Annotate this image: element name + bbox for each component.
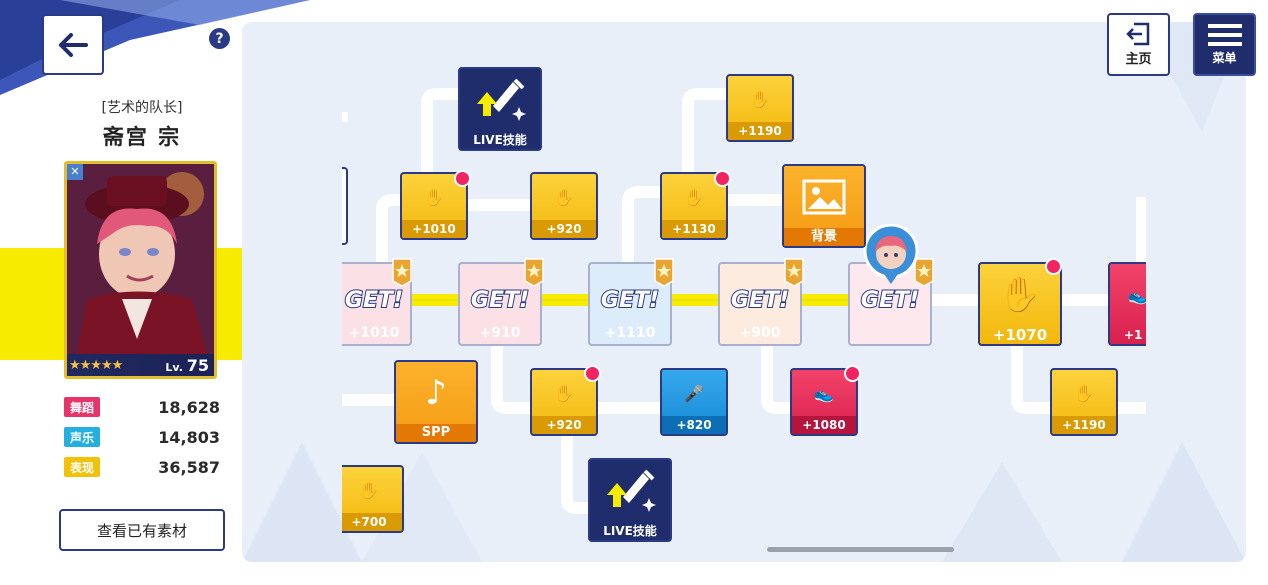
star-badge-icon — [784, 258, 804, 287]
stat-row-performance: 表现 36,587 — [64, 456, 220, 478]
appeal-node[interactable]: ✋ +1190 — [726, 74, 794, 142]
shoe-icon: 👟 — [1128, 285, 1146, 305]
star-badge-icon — [524, 258, 544, 287]
clap-icon: ✋ — [1074, 383, 1094, 403]
node-value: +820 — [662, 416, 726, 434]
attribute-icon: ✕ — [67, 164, 83, 180]
stat-row-dance: 舞蹈 18,628 — [64, 396, 220, 418]
get-value: +1010 — [348, 325, 400, 341]
stat-row-vocal: 声乐 14,803 — [64, 426, 220, 448]
node-label: LIVE技能 — [473, 133, 527, 147]
clap-icon: ✋ — [998, 275, 1042, 315]
stat-value: 36,587 — [158, 457, 220, 477]
get-label: GET! — [470, 287, 530, 314]
level-display: Lv. 75 — [165, 356, 214, 375]
character-portrait — [67, 164, 214, 354]
node-value: +700 — [342, 513, 402, 531]
node-value: +920 — [532, 220, 596, 238]
character-card[interactable]: ✕ ★★★★★ Lv. 75 — [64, 161, 217, 379]
node-value: +1070 — [992, 326, 1048, 344]
current-position-avatar — [863, 224, 919, 284]
card-footer: ★★★★★ Lv. 75 — [67, 354, 214, 376]
clap-icon: ✋ — [684, 187, 704, 207]
music-note-icon: ♪ — [425, 373, 447, 413]
spp-node[interactable]: ♪ SPP — [394, 360, 478, 444]
node-value: +1 — [1124, 328, 1143, 342]
get-label: GET! — [860, 287, 920, 314]
clap-icon: ✋ — [359, 480, 379, 500]
appeal-node[interactable]: ✋ +1010 — [400, 172, 468, 240]
clap-icon: ✋ — [554, 187, 574, 207]
hamburger-menu-icon — [1207, 24, 1242, 46]
clap-icon: ✋ — [424, 187, 444, 207]
live-skill-node[interactable]: LIVE技能 — [588, 458, 672, 542]
menu-button[interactable]: 菜单 — [1193, 13, 1256, 76]
notification-dot — [584, 365, 601, 382]
get-label: GET! — [600, 287, 660, 314]
background-node[interactable]: 背景 — [782, 164, 866, 248]
appeal-node[interactable]: ✋ +920 — [530, 172, 598, 240]
notification-dot — [1045, 258, 1062, 275]
help-icon[interactable]: ? — [209, 28, 230, 49]
node-value: +1190 — [728, 122, 792, 140]
menu-label: 菜单 — [1212, 51, 1237, 65]
node-value: +1080 — [792, 416, 856, 434]
horizontal-scrollbar[interactable] — [767, 547, 954, 552]
node-value: +1130 — [662, 220, 726, 238]
node-label: 背景 — [784, 228, 864, 246]
back-button[interactable] — [42, 14, 104, 75]
node-value: +1010 — [402, 220, 466, 238]
rarity-stars-icon: ★★★★★ — [69, 357, 123, 373]
image-icon — [802, 166, 846, 228]
level-prefix: Lv. — [165, 360, 183, 374]
skill-tree: GET! +1010 GET! +910 GET! +1110 GET! +90… — [342, 22, 1146, 562]
stat-label: 声乐 — [64, 427, 100, 447]
node-label: LIVE技能 — [603, 524, 657, 538]
star-badge-icon — [392, 258, 412, 287]
back-arrow-icon — [59, 32, 88, 57]
microphone-icon: 🎤 — [684, 383, 704, 403]
node-value: +1190 — [1052, 416, 1116, 434]
stat-value: 18,628 — [158, 397, 220, 417]
get-label: GET! — [730, 287, 790, 314]
level-value: 75 — [186, 355, 209, 375]
clap-icon: ✋ — [554, 383, 574, 403]
clap-icon: ✋ — [750, 89, 770, 109]
view-materials-button[interactable]: 查看已有素材 — [59, 509, 225, 551]
appeal-node[interactable]: ✋ +700 — [342, 465, 404, 533]
live-skill-icon — [603, 460, 657, 522]
live-skill-node[interactable]: LIVE技能 — [458, 67, 542, 151]
appeal-node[interactable]: ✋ +1070 — [978, 262, 1062, 346]
star-badge-icon — [914, 258, 934, 287]
home-button[interactable]: 主页 — [1107, 13, 1170, 76]
exit-home-icon — [1125, 22, 1149, 46]
get-value: +1110 — [604, 325, 656, 341]
notification-dot — [844, 365, 861, 382]
star-badge-icon — [654, 258, 674, 287]
home-label: 主页 — [1125, 52, 1152, 67]
dance-node[interactable]: 👟 +1 — [1108, 262, 1146, 346]
shoe-icon: 👟 — [814, 383, 834, 403]
live-skill-icon — [473, 69, 527, 131]
stat-value: 14,803 — [158, 427, 220, 447]
node-value: +920 — [532, 416, 596, 434]
vocal-node[interactable]: 🎤 +820 — [660, 368, 728, 436]
stat-label: 舞蹈 — [64, 397, 100, 417]
get-label: GET! — [344, 287, 404, 314]
character-name: 斋宫 宗 — [102, 125, 182, 149]
node-label: SPP — [396, 424, 476, 442]
get-value: +910 — [479, 325, 521, 341]
notification-dot — [454, 170, 471, 187]
character-title: [艺术的队长] — [101, 100, 183, 116]
edge-node[interactable] — [342, 167, 348, 245]
stat-label: 表现 — [64, 457, 100, 477]
notification-dot — [714, 170, 731, 187]
get-value: +900 — [739, 325, 781, 341]
idol-road-panel[interactable]: GET! +1010 GET! +910 GET! +1110 GET! +90… — [242, 22, 1246, 562]
get-node[interactable]: GET! +1010 — [342, 262, 412, 346]
appeal-node[interactable]: ✋ +1190 — [1050, 368, 1118, 436]
